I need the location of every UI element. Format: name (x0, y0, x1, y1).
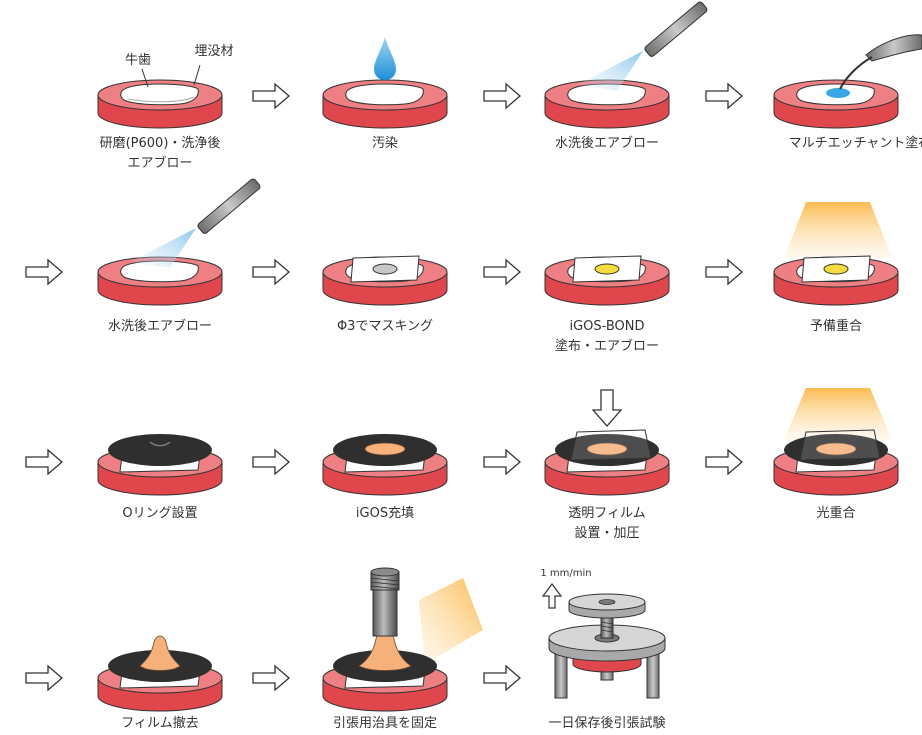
step-1-caption-line1: 研磨(P600)・洗浄後 (100, 136, 221, 151)
arrow-3-4 (705, 82, 743, 110)
composite-cone (139, 635, 181, 671)
step-8 (773, 202, 899, 306)
arrow-1-2 (252, 82, 290, 110)
arrow-into-row-2 (25, 258, 63, 286)
step-15-caption: 一日保存後引張試験 (548, 715, 665, 731)
step-2 (322, 37, 448, 129)
step-13 (97, 635, 223, 712)
step-4 (773, 34, 922, 129)
curing-light (784, 202, 892, 258)
transparent-film (570, 429, 652, 461)
label-embedding: 埋没材 (194, 44, 233, 59)
bovine-tooth (120, 83, 199, 106)
embedding-leader (193, 64, 201, 86)
step-6 (322, 255, 448, 306)
water-drop (374, 37, 396, 80)
etchant-pool (826, 88, 850, 98)
step-15 (541, 583, 666, 699)
step-11-caption-line1: 透明フィルム (568, 506, 645, 521)
arrow-into-row-3 (25, 448, 63, 476)
curing-light (419, 578, 483, 664)
arrow-6-7 (483, 258, 521, 286)
air-nozzle (197, 178, 261, 234)
step-12 (773, 388, 899, 496)
testing-machine (548, 593, 666, 699)
step-9 (97, 434, 223, 496)
step-4-caption: マルチエッチャント塗布 (789, 135, 922, 151)
step-14 (322, 567, 483, 712)
applicator-brush (839, 34, 922, 90)
arrow-7-8 (705, 258, 743, 286)
step-2-caption: 汚染 (372, 136, 398, 151)
step-5 (97, 178, 261, 306)
step-9-caption: Oリング設置 (122, 505, 197, 521)
air-nozzle (644, 1, 708, 57)
step-3 (544, 1, 708, 129)
arrow-5-6 (252, 258, 290, 286)
o-ring (108, 434, 212, 466)
step-6-caption: Φ3でマスキング (337, 319, 433, 334)
tensile-jig (370, 567, 400, 637)
arrow-14-15 (483, 664, 521, 692)
step-5-caption: 水洗後エアブロー (108, 318, 212, 334)
igos-fill (364, 442, 406, 456)
step-10 (322, 434, 448, 496)
step-13-caption: フィルム撤去 (121, 715, 198, 731)
press-arrow (591, 389, 623, 427)
arrow-11-12 (705, 448, 743, 476)
step-11-caption-line2: 設置・加圧 (574, 525, 639, 541)
curing-light (784, 388, 892, 440)
arrow-9-10 (252, 448, 290, 476)
tooth-leader (141, 68, 149, 88)
arrow-13-14 (252, 664, 290, 692)
step-10-caption: iGOS充填 (356, 505, 414, 521)
step-8-caption: 予備重合 (810, 318, 862, 334)
step-7-caption-line1: iGOS-BOND (569, 319, 644, 334)
step-1-caption-line2: エアブロー (127, 155, 192, 171)
arrow-into-row-4 (25, 664, 63, 692)
step-1 (97, 64, 223, 129)
label-tooth: 牛歯 (125, 53, 151, 68)
pull-arrow (541, 583, 563, 609)
air-spray (577, 51, 643, 91)
step-7-caption-line2: 塗布・エアブロー (555, 338, 659, 354)
speed-label: 1 mm/min (540, 568, 591, 579)
arrow-2-3 (483, 82, 521, 110)
step-12-caption: 光重合 (816, 505, 855, 521)
arrow-10-11 (483, 448, 521, 476)
step-11 (544, 389, 670, 496)
step-14-caption: 引張用治具を固定 (333, 716, 437, 731)
bond-spot (594, 263, 620, 275)
masking-hole (372, 263, 398, 275)
step-3-caption: 水洗後エアブロー (555, 135, 659, 151)
step-7 (544, 255, 670, 306)
